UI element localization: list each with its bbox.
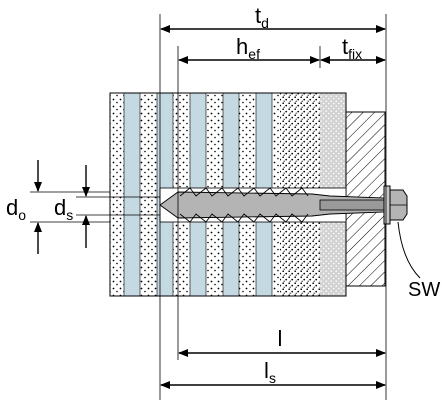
- washer: [383, 185, 391, 225]
- stripe-layer: [123, 92, 141, 297]
- label-td: td: [255, 3, 269, 31]
- label-ds: ds: [54, 195, 73, 223]
- dowel-teeth-bottom: [179, 213, 309, 223]
- screw-shank: [319, 199, 385, 211]
- label-ls: ls: [264, 358, 276, 386]
- dowel: [159, 185, 408, 225]
- label-l: l: [278, 326, 283, 351]
- label-do: do: [6, 195, 26, 223]
- label-hef: hef: [236, 34, 260, 62]
- dowel-teeth-top: [179, 187, 309, 197]
- sw-leader: [397, 221, 421, 279]
- label-sw: SW: [408, 279, 440, 301]
- label-tfix: tfix: [342, 34, 362, 62]
- dimension-lines: [34, 25, 421, 389]
- extension-lines: [30, 14, 387, 400]
